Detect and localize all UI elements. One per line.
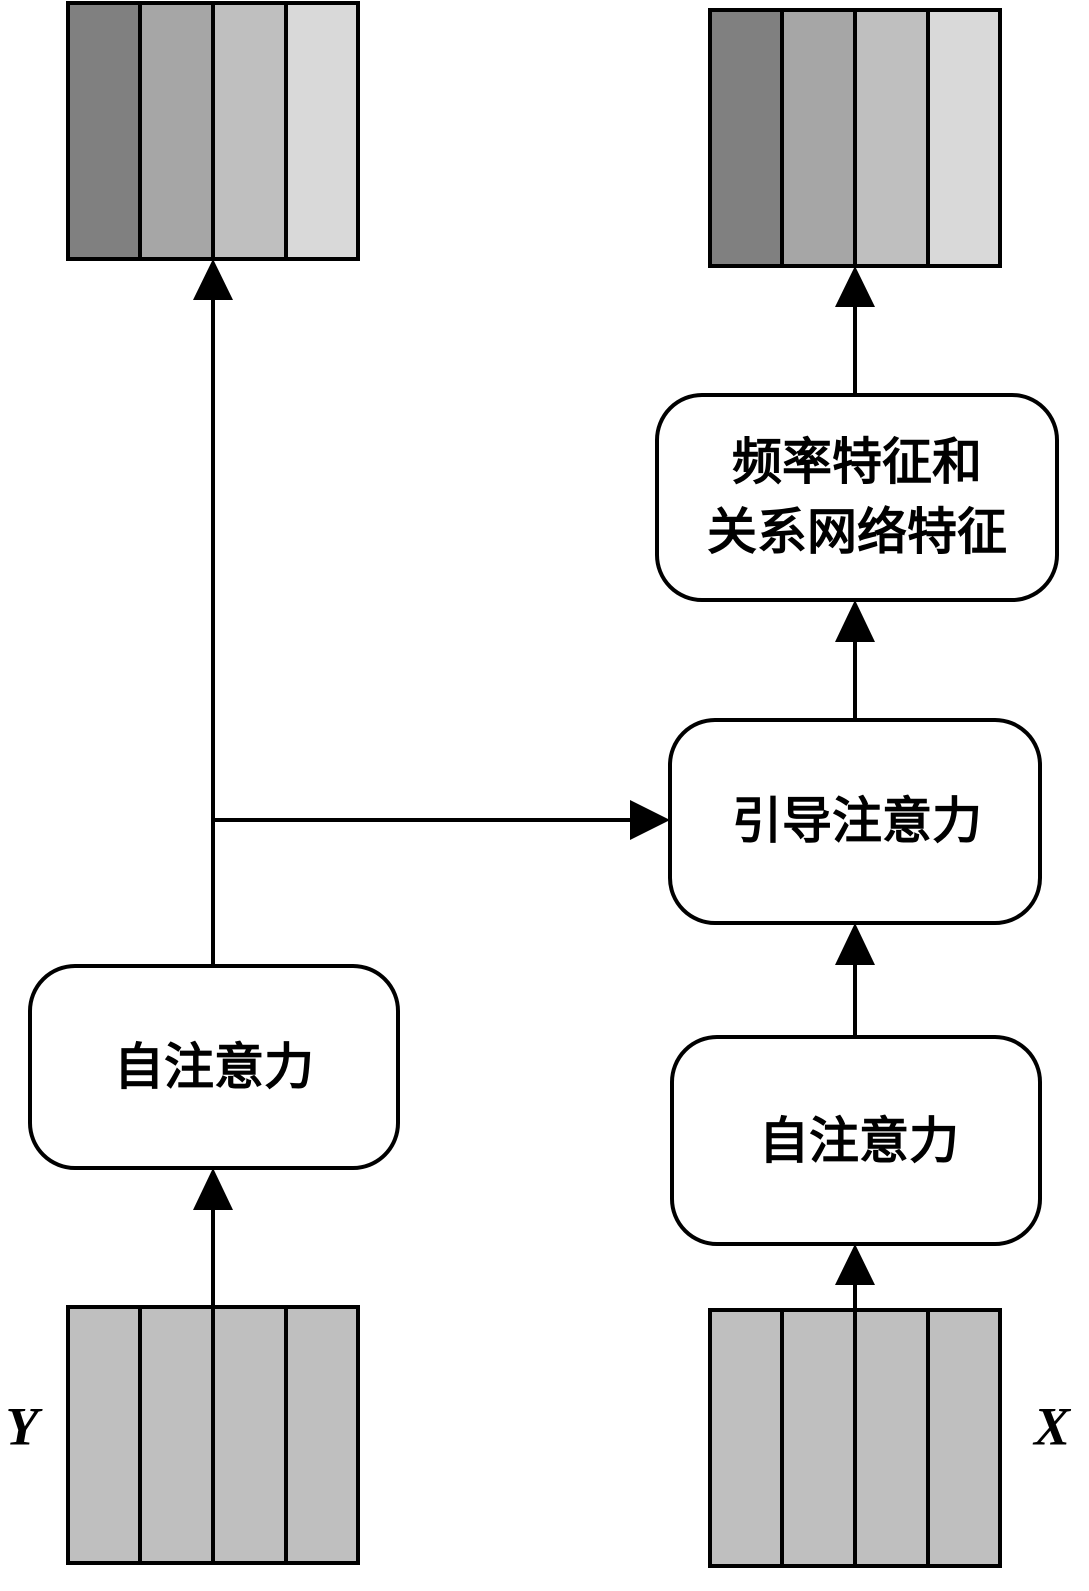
matrix-cell — [66, 1305, 142, 1565]
x-variable-label: X — [1032, 1396, 1072, 1456]
arrowhead-up-icon — [835, 923, 875, 965]
arrowhead-up-icon — [193, 1168, 233, 1210]
self-attention-right-label: 自注意力 — [759, 1111, 959, 1170]
matrix-cell — [138, 1, 215, 261]
matrix-cell — [138, 1305, 215, 1565]
self-attention-left-label: 自注意力 — [114, 1037, 314, 1096]
node-self-attention-left: 自注意力 — [28, 964, 400, 1170]
node-output-features: 频率特征和 关系网络特征 — [655, 393, 1059, 602]
guided-attention-label: 引导注意力 — [732, 791, 982, 850]
matrix-cell — [926, 1308, 1002, 1568]
matrix-cell — [926, 8, 1002, 268]
matrix-cell — [853, 1308, 930, 1568]
matrix-cell — [211, 1305, 288, 1565]
edges — [211, 300, 857, 1310]
matrix-cell — [66, 1, 142, 261]
matrix-cell — [780, 1308, 857, 1568]
arrowhead-right-icon — [630, 800, 670, 840]
matrix-cell — [284, 1, 360, 261]
input-matrix-x — [708, 1308, 1002, 1568]
input-matrix-y — [66, 1305, 360, 1565]
output-matrix-left — [66, 1, 360, 261]
matrix-cell — [780, 8, 857, 268]
matrix-cell — [211, 1, 288, 261]
arrowhead-up-icon — [835, 600, 875, 642]
matrix-cell — [853, 8, 930, 268]
output-features-label-line2: 关系网络特征 — [707, 502, 1007, 561]
node-guided-attention: 引导注意力 — [668, 718, 1042, 925]
node-self-attention-right: 自注意力 — [670, 1035, 1042, 1246]
matrix-cell — [708, 8, 784, 268]
arrowhead-up-icon — [835, 1244, 875, 1285]
arrowhead-up-icon — [193, 259, 233, 300]
y-variable-label: Y — [6, 1396, 44, 1456]
arrowheads — [193, 259, 875, 1285]
matrix-cell — [284, 1305, 360, 1565]
arrowhead-up-icon — [835, 266, 875, 307]
output-features-label-line1: 频率特征和 — [732, 432, 982, 491]
output-matrix-right — [708, 8, 1002, 268]
matrix-cell — [708, 1308, 784, 1568]
